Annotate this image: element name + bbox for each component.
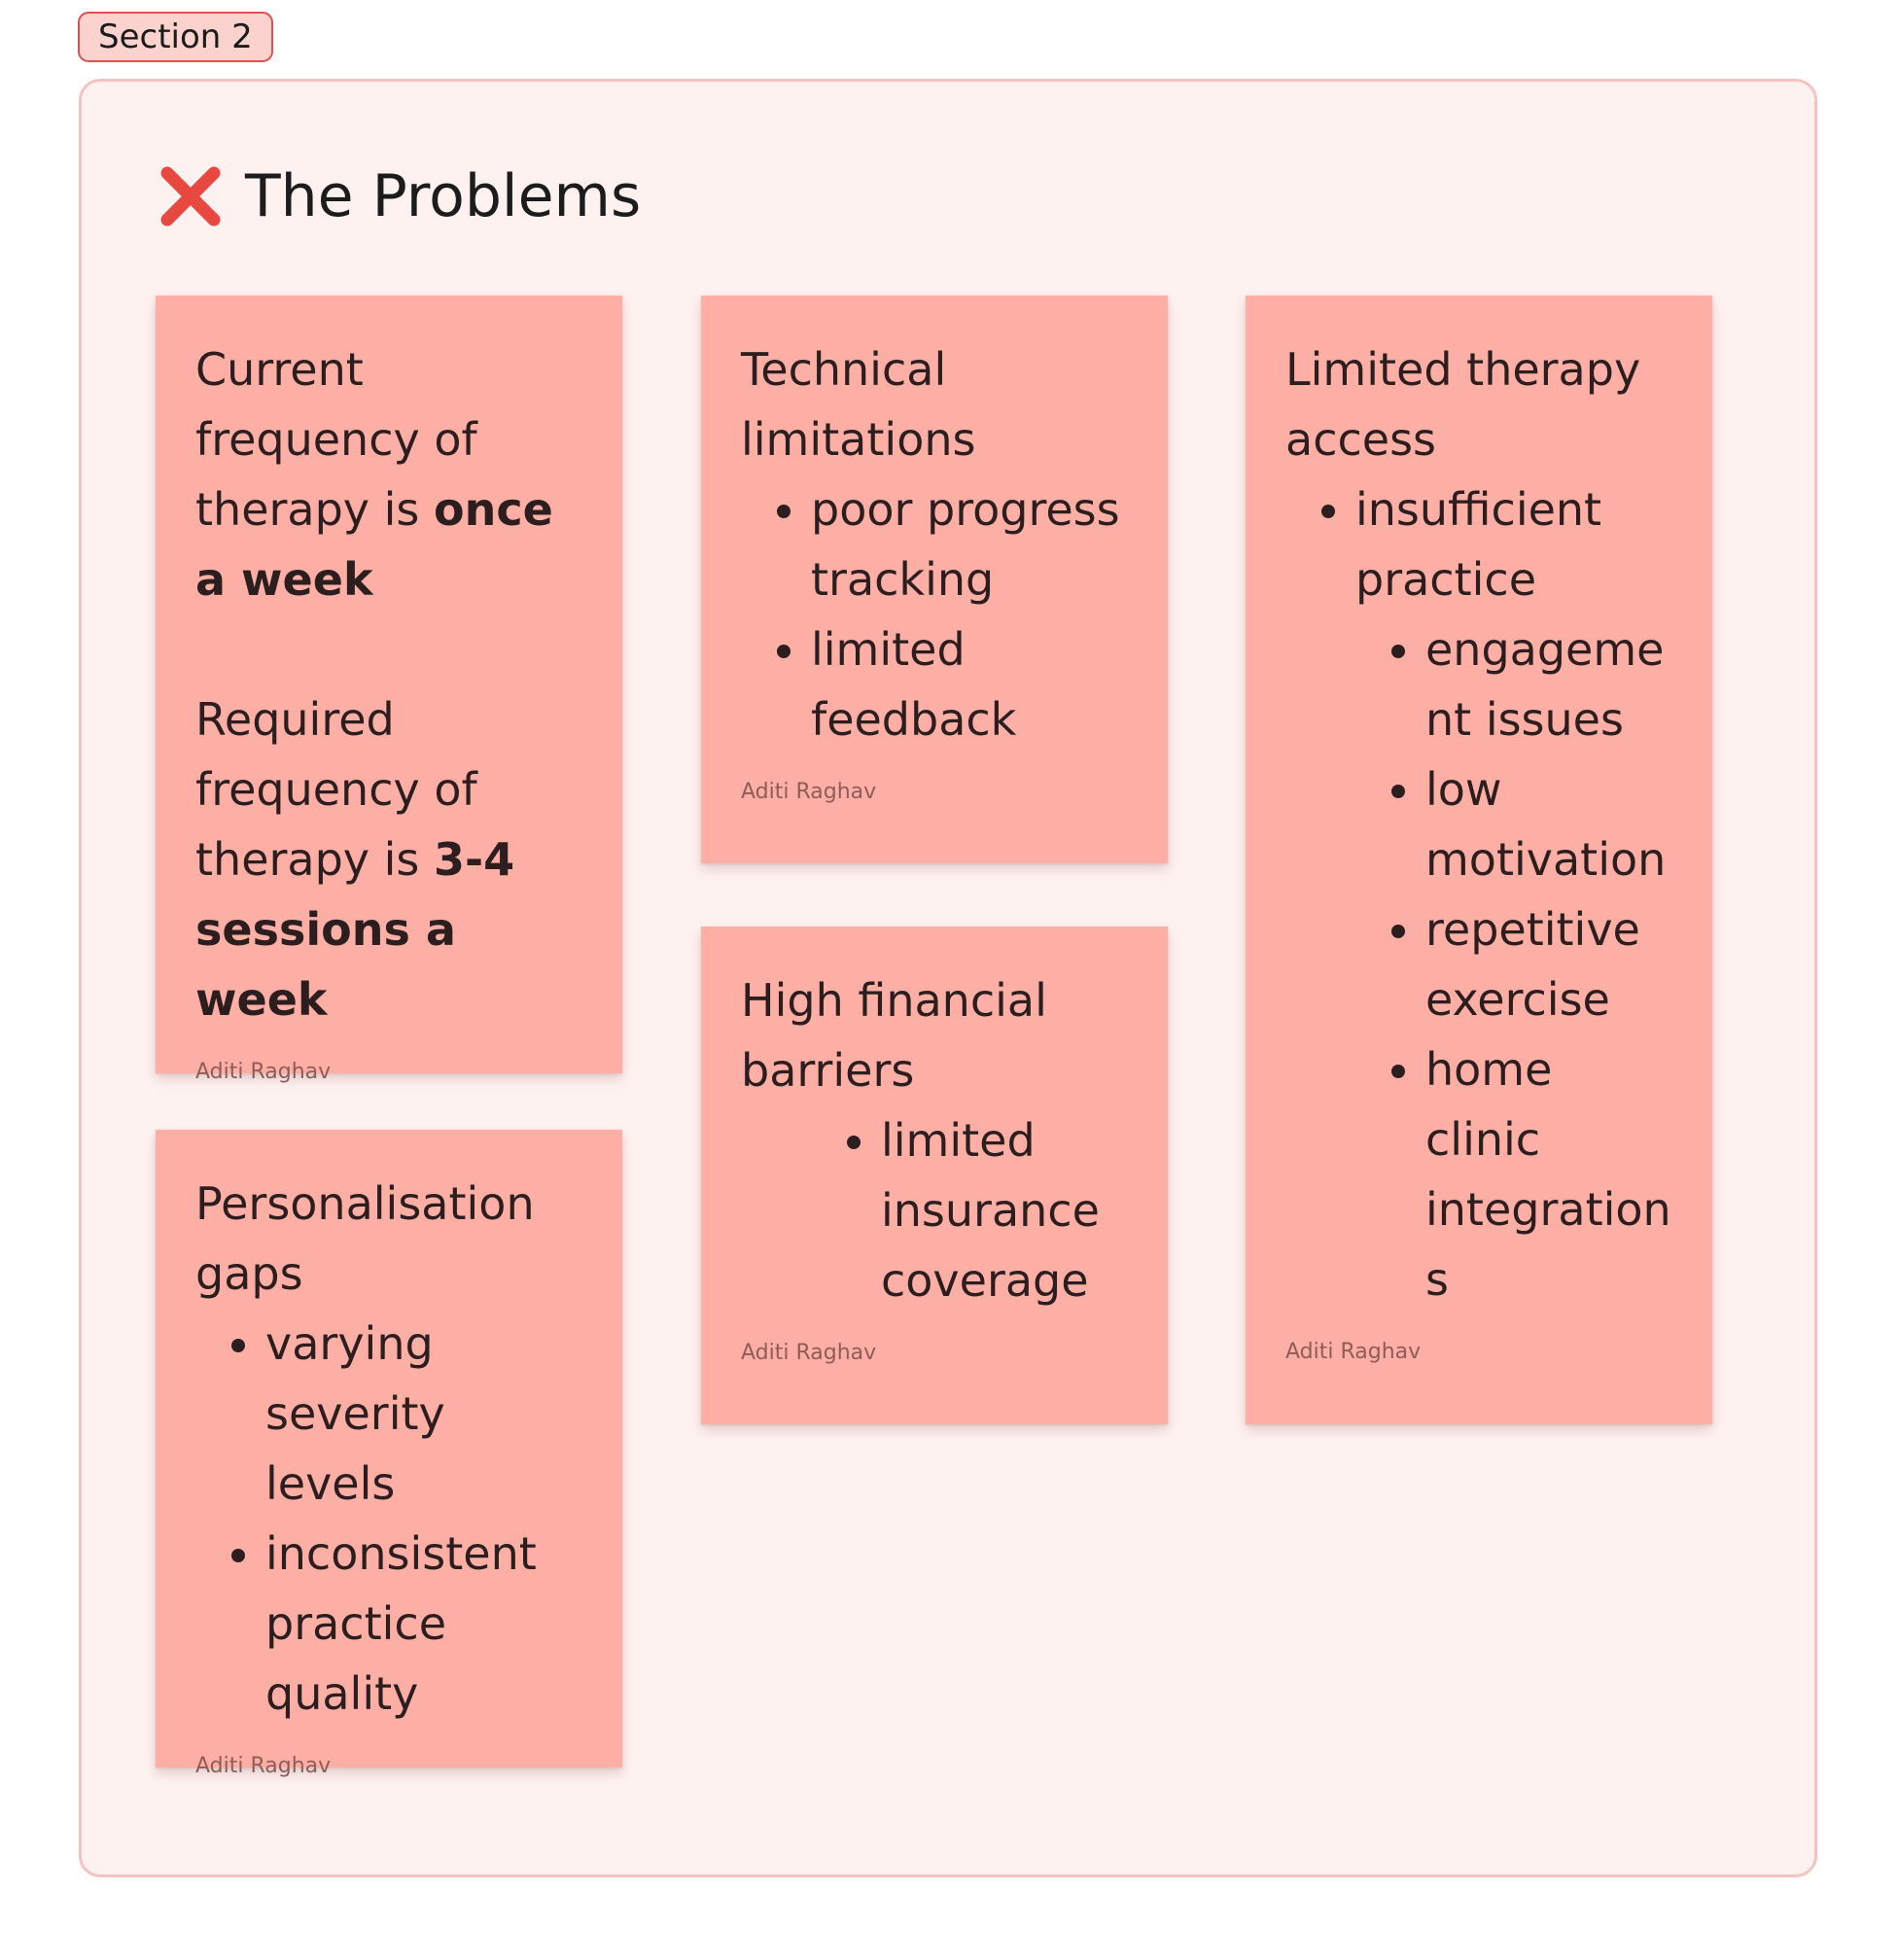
list-item: low motivation: [1425, 754, 1675, 894]
note-content: Current frequency of therapy is once a w…: [195, 334, 585, 1034]
nested-list: engagement issues low motivation repetit…: [1355, 614, 1675, 1314]
list-item: inconsistent practice quality: [265, 1519, 585, 1729]
note-content: High financial barriers limited insuranc…: [741, 965, 1131, 1315]
note-title: Limited therapy access: [1285, 343, 1641, 466]
note-title: Technical limitations: [741, 343, 976, 466]
section-title: The Problems: [245, 162, 642, 230]
note-content: Technical limitations poor progress trac…: [741, 334, 1131, 754]
section-label[interactable]: Section 2: [78, 12, 273, 62]
section-heading: The Problems: [156, 156, 641, 237]
note-author: Aditi Raghav: [741, 780, 877, 804]
current-frequency-text: Current frequency of therapy is once a w…: [195, 343, 553, 606]
note-content: Personalisation gaps varying severity le…: [195, 1169, 585, 1729]
sticky-note-frequency[interactable]: Current frequency of therapy is once a w…: [156, 296, 622, 1084]
list-item: engagement issues: [1425, 614, 1675, 754]
cross-mark-icon: [160, 166, 221, 227]
note-author: Aditi Raghav: [1285, 1340, 1422, 1364]
sticky-note-technical[interactable]: Technical limitations poor progress trac…: [701, 296, 1168, 863]
note-list: limited insurance coverage: [741, 1105, 1131, 1315]
sticky-note-financial[interactable]: High financial barriers limited insuranc…: [701, 927, 1168, 1424]
list-item: limited feedback: [811, 614, 1131, 754]
list-item: varying severity levels: [265, 1309, 585, 1519]
sticky-note-personalisation[interactable]: Personalisation gaps varying severity le…: [156, 1130, 622, 1778]
note-list: insufficient practice engagement issues …: [1285, 474, 1675, 1314]
list-item: limited insurance coverage: [881, 1105, 1131, 1315]
note-content: Limited therapy access insufficient prac…: [1285, 334, 1675, 1314]
note-title: High financial barriers: [741, 974, 1047, 1097]
required-frequency-text: Required frequency of therapy is 3-4 ses…: [195, 693, 515, 1026]
list-item: poor progress tracking: [811, 474, 1131, 614]
list-item: home clinic integrations: [1425, 1034, 1675, 1314]
note-list: poor progress tracking limited feedback: [741, 474, 1131, 754]
list-item: repetitive exercise: [1425, 894, 1675, 1034]
note-author: Aditi Raghav: [741, 1341, 877, 1365]
note-author: Aditi Raghav: [195, 1754, 332, 1778]
note-author: Aditi Raghav: [195, 1060, 332, 1084]
list-item: insufficient practice engagement issues …: [1355, 474, 1675, 1314]
sticky-note-therapy-access[interactable]: Limited therapy access insufficient prac…: [1246, 296, 1712, 1424]
note-title: Personalisation gaps: [195, 1177, 535, 1300]
note-list: varying severity levels inconsistent pra…: [195, 1309, 585, 1729]
